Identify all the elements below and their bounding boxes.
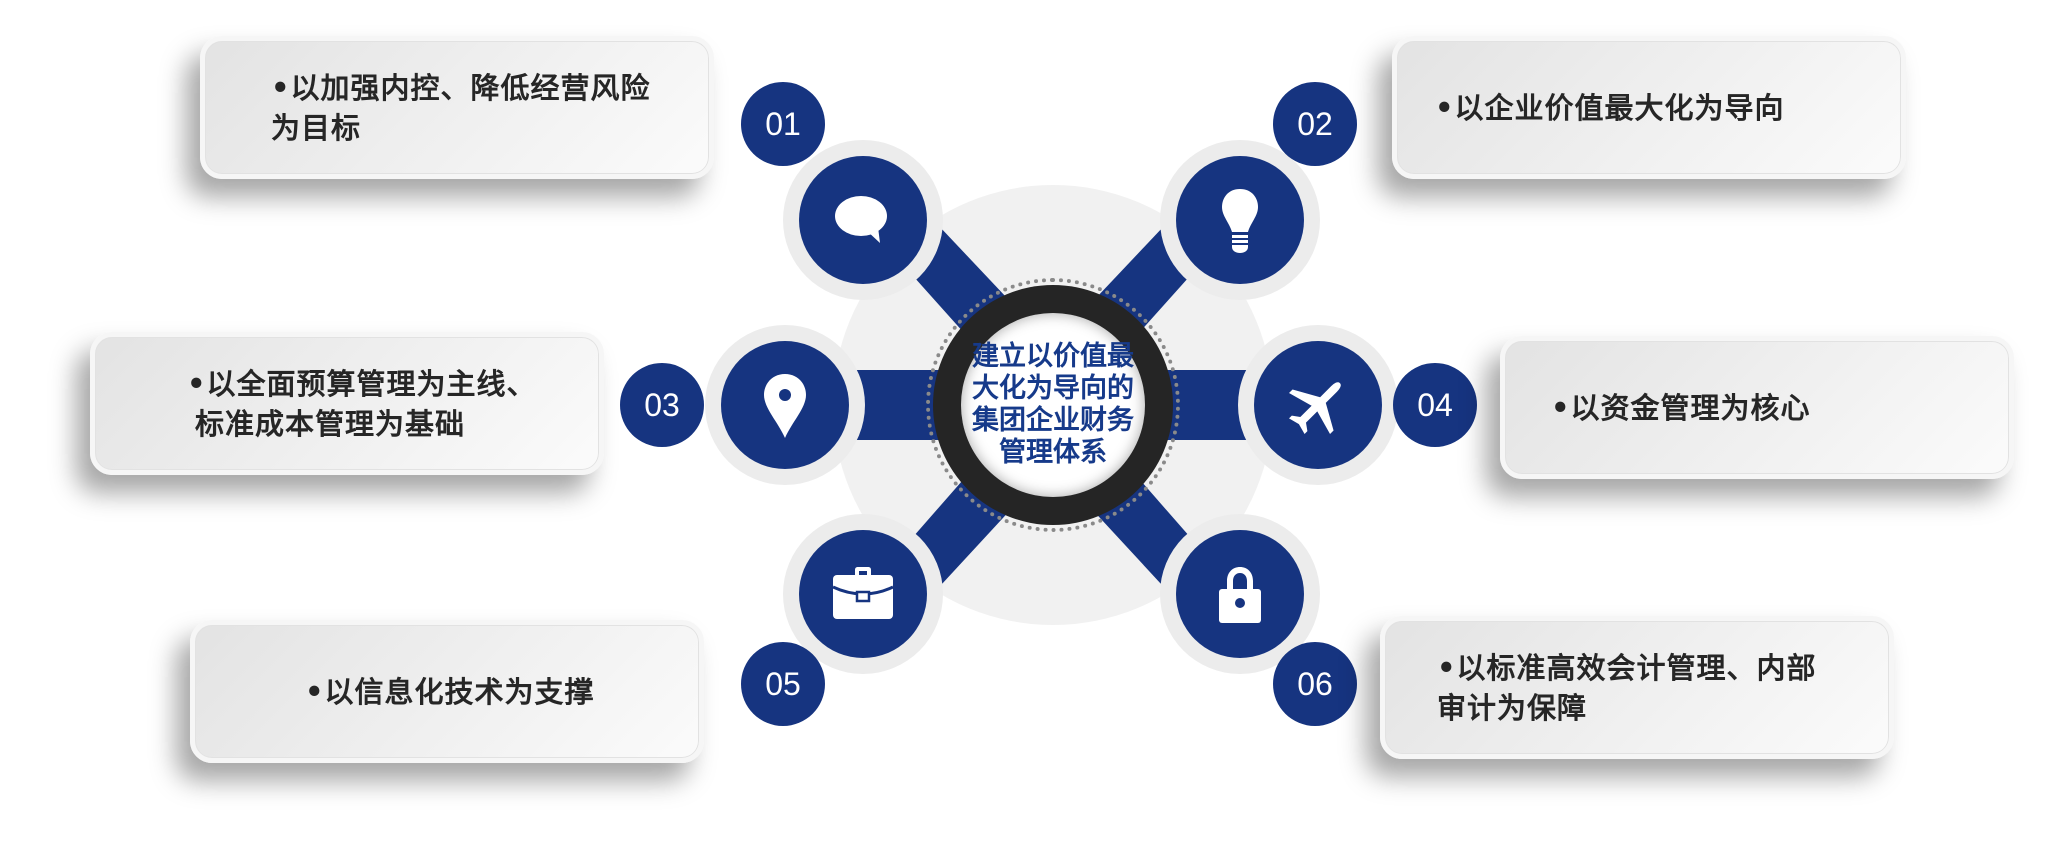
card-01[interactable]: •以加强内控、降低经营风险 为目标 <box>200 36 714 179</box>
card-line: •以加强内控、降低经营风险 <box>271 70 651 105</box>
node-02[interactable] <box>1176 156 1304 284</box>
card-text: •以全面预算管理为主线、 标准成本管理为基础 <box>187 364 537 444</box>
map-pin-icon <box>764 374 806 438</box>
badge-number: 02 <box>1297 105 1333 142</box>
badge-05: 05 <box>741 642 825 726</box>
badge-02: 02 <box>1273 82 1357 166</box>
card-line: 标准成本管理为基础 <box>195 406 466 441</box>
padlock-icon <box>1219 567 1261 623</box>
node-05[interactable] <box>799 530 927 658</box>
card-line: •以全面预算管理为主线、 <box>187 366 537 401</box>
badge-01: 01 <box>741 82 825 166</box>
badge-number: 01 <box>765 105 801 142</box>
lightbulb-icon <box>1222 189 1258 253</box>
card-04[interactable]: •以资金管理为核心 <box>1500 336 2014 479</box>
badge-number: 04 <box>1417 386 1453 423</box>
center-title-line: 集团企业财务 <box>972 405 1134 436</box>
card-text: •以资金管理为核心 <box>1551 388 1811 428</box>
card-06[interactable]: •以标准高效会计管理、内部 审计为保障 <box>1380 616 1894 759</box>
speech-bubble-icon <box>835 196 887 243</box>
center-title-line: 建立以价值最 <box>972 341 1134 372</box>
briefcase-icon <box>832 567 894 619</box>
airplane-icon <box>1289 382 1341 434</box>
card-text: •以标准高效会计管理、内部 审计为保障 <box>1437 648 1817 728</box>
node-03[interactable] <box>721 341 849 469</box>
center-hub: 建立以价值最 大化为导向的 集团企业财务 管理体系 <box>961 313 1145 497</box>
badge-03: 03 <box>620 363 704 447</box>
card-text: •以加强内控、降低经营风险 为目标 <box>271 68 651 148</box>
card-02[interactable]: •以企业价值最大化为导向 <box>1392 36 1906 179</box>
center-title-line: 管理体系 <box>999 437 1107 468</box>
card-line: •以资金管理为核心 <box>1551 390 1811 425</box>
card-03[interactable]: •以全面预算管理为主线、 标准成本管理为基础 <box>90 332 604 475</box>
center-title-line: 大化为导向的 <box>972 373 1134 404</box>
center-title: 建立以价值最 大化为导向的 集团企业财务 管理体系 <box>965 341 1141 469</box>
card-05[interactable]: •以信息化技术为支撑 <box>190 620 704 763</box>
card-line: 为目标 <box>271 110 362 145</box>
badge-number: 06 <box>1297 665 1333 702</box>
badge-number: 03 <box>644 386 680 423</box>
card-text: •以企业价值最大化为导向 <box>1435 88 1785 128</box>
node-06[interactable] <box>1176 530 1304 658</box>
card-line: •以信息化技术为支撑 <box>305 674 595 709</box>
center-dotted-ring <box>926 278 1180 532</box>
node-04[interactable] <box>1254 341 1382 469</box>
card-line: 审计为保障 <box>1437 690 1588 725</box>
badge-04: 04 <box>1393 363 1477 447</box>
badge-06: 06 <box>1273 642 1357 726</box>
card-text: •以信息化技术为支撑 <box>305 672 595 712</box>
badge-number: 05 <box>765 665 801 702</box>
node-01[interactable] <box>799 156 927 284</box>
card-line: •以标准高效会计管理、内部 <box>1437 650 1817 685</box>
card-line: •以企业价值最大化为导向 <box>1435 90 1785 125</box>
